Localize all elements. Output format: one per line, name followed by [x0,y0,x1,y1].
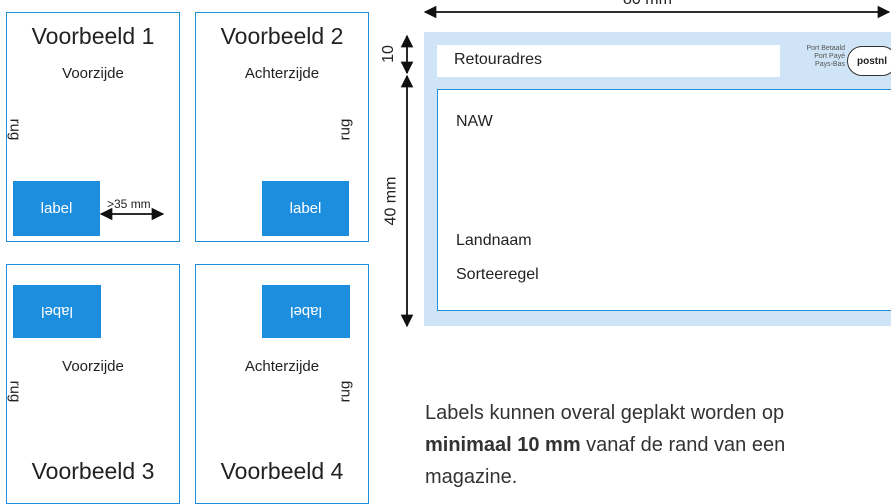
return-address-text: Retouradres [454,51,543,68]
recipient-address-box [437,89,891,311]
postage-line: Port Betaald [806,45,845,52]
spine-label: rug [6,380,24,403]
note-line-3: magazine. [425,466,518,488]
example-title: Voorbeeld 3 [31,458,155,484]
note-emphasis: minimaal 10 mm [425,434,581,456]
side-label: Achterzijde [244,358,320,375]
postnl-logo: postnl [847,46,891,76]
label-sticker: label [13,181,100,236]
example-card-4: label Achterzijde rug Voorbeeld 4 [195,264,369,504]
width-dimension-label: 80 mm [623,0,672,9]
margin-dimension-label: 10 [379,45,397,63]
example-card-1: Voorbeeld 1 Voorzijde rug label >35 mm [6,12,180,242]
example-title: Voorbeeld 4 [220,458,344,484]
note-line-2-rest: vanaf de rand van een [580,434,786,456]
example-card-3: label Voorzijde rug Voorbeeld 3 [6,264,180,504]
note-line-2: minimaal 10 mm vanaf de rand van een [425,434,785,457]
note-line-1: Labels kunnen overal geplakt worden op [425,402,785,424]
postage-line: Port Payé [814,53,845,60]
label-sticker-upside-down: label [262,285,350,338]
return-address-box [437,45,780,77]
address-name: NAW [456,113,493,130]
postage-line: Pays-Bas [815,61,845,68]
spine-label: rug [336,380,354,403]
height-dimension-label: 40 mm [382,176,400,226]
side-label: Voorzijde [62,65,124,82]
distance-label: >35 mm [107,197,151,211]
address-country: Landnaam [456,232,532,249]
label-sticker-upside-down: label [13,285,101,338]
postage-text: Port Betaald Port Payé Pays-Bas [795,45,845,69]
address-sort-line: Sorteeregel [456,266,539,283]
example-title: Voorbeeld 1 [31,23,155,49]
spine-label: rug [6,118,24,141]
example-title: Voorbeeld 2 [220,23,344,49]
example-card-2: Voorbeeld 2 Achterzijde rug label [195,12,369,242]
spine-label: rug [336,118,354,141]
label-sticker: label [262,181,349,236]
side-label: Achterzijde [244,65,320,82]
side-label: Voorzijde [62,358,124,375]
